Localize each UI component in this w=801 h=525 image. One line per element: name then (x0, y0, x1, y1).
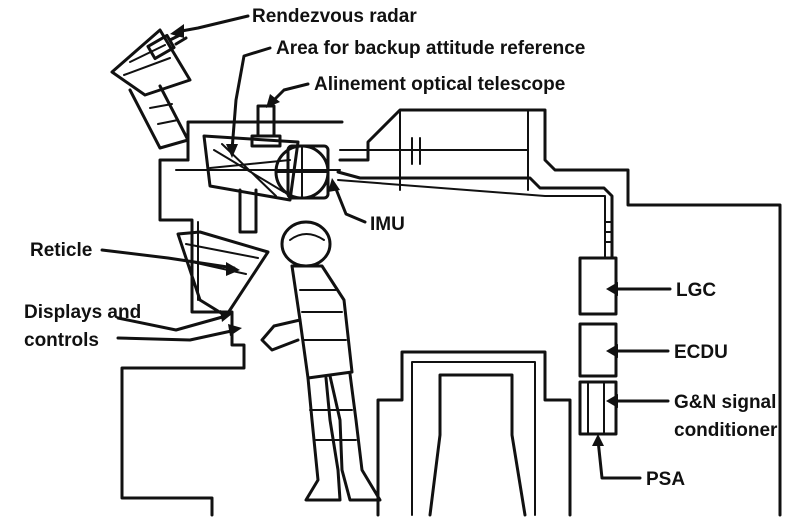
gn-signal-conditioner-box (578, 380, 618, 436)
astronaut-figure (260, 220, 382, 502)
label-ecdu: ECDU (674, 342, 728, 363)
lgc-box (578, 256, 618, 316)
electronics-rack (578, 256, 618, 436)
label-gn-signal: G&N signal (674, 392, 776, 413)
imu (274, 144, 330, 200)
label-displays-and: Displays and (24, 302, 141, 323)
label-rendezvous-radar: Rendezvous radar (252, 6, 417, 27)
psa-box (587, 381, 605, 435)
optics-assembly (202, 104, 300, 234)
label-lgc: LGC (676, 280, 716, 301)
label-reticle: Reticle (30, 240, 92, 261)
label-psa: PSA (646, 469, 685, 490)
rendezvous-radar (110, 28, 192, 150)
label-alignment-optical-telescope: Alinement optical telescope (314, 74, 565, 95)
leader-lines (100, 14, 672, 480)
cabin-structure (120, 108, 782, 517)
label-conditioner: conditioner (674, 420, 778, 441)
label-imu: IMU (370, 214, 405, 235)
label-backup-attitude-reference: Area for backup attitude reference (276, 38, 585, 59)
label-controls: controls (24, 330, 99, 351)
labels: Rendezvous radar Area for backup attitud… (24, 6, 778, 490)
